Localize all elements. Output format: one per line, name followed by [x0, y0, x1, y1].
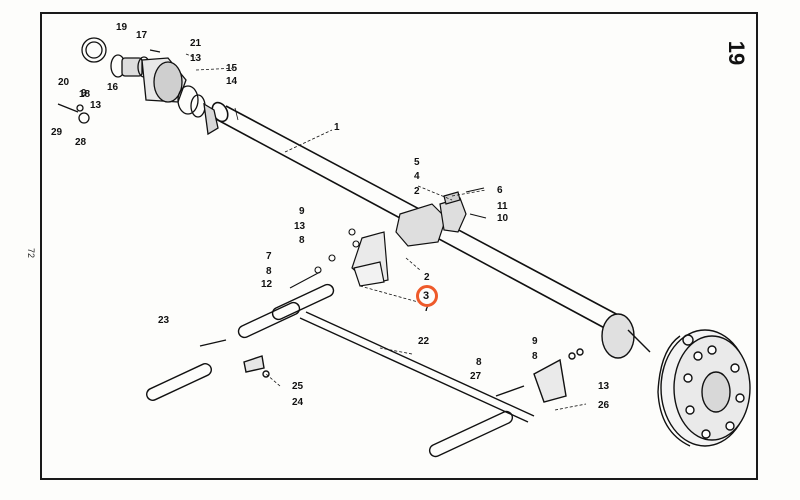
- callout-8: 8: [532, 351, 538, 362]
- callout-22: 22: [418, 336, 430, 347]
- callout-18: 18: [79, 89, 91, 100]
- callout-26: 26: [598, 400, 610, 411]
- callout-23: 23: [158, 315, 170, 326]
- callout-21: 21: [190, 38, 202, 49]
- callout-13: 13: [90, 100, 102, 111]
- callout-7: 7: [424, 303, 430, 314]
- callout-7: 7: [266, 251, 272, 262]
- callout-9: 9: [81, 88, 87, 99]
- callout-9: 9: [299, 206, 305, 217]
- callout-8: 8: [299, 235, 305, 246]
- callout-24: 24: [292, 397, 304, 408]
- callout-29: 29: [51, 127, 63, 138]
- wheel-motor: [601, 313, 751, 447]
- leader-lines: [185, 53, 587, 411]
- callout-13: 13: [294, 221, 306, 232]
- callout-4: 4: [414, 171, 420, 182]
- callout-10: 10: [497, 213, 509, 224]
- callout-17: 17: [136, 30, 148, 41]
- callout-19: 19: [116, 22, 128, 33]
- callout-2: 2: [424, 272, 430, 283]
- page-number: 19: [723, 40, 749, 66]
- callout-20: 20: [58, 77, 70, 88]
- callout-25: 25: [292, 381, 304, 392]
- bolts: [289, 187, 487, 289]
- callout-8: 8: [476, 357, 482, 368]
- callout-15: 15: [226, 63, 238, 74]
- side-page-number: 72: [26, 247, 37, 259]
- diagram-frame: [40, 12, 758, 480]
- callout-13: 13: [190, 53, 202, 64]
- callout-11: 11: [497, 201, 508, 212]
- callout-13: 13: [598, 381, 610, 392]
- callout-12: 12: [261, 279, 273, 290]
- callout-16: 16: [107, 82, 119, 93]
- callout-2: 2: [414, 186, 420, 197]
- callout-14: 14: [226, 76, 238, 87]
- callout-27: 27: [470, 371, 482, 382]
- highlighted-callout-label: 3: [423, 290, 430, 302]
- callout-8: 8: [266, 266, 272, 277]
- callout-1: 1: [334, 122, 340, 133]
- highlight-ring: [416, 285, 438, 307]
- callout-5: 5: [414, 157, 420, 168]
- callout-9: 9: [532, 336, 538, 347]
- drawbar-frame: [146, 283, 584, 458]
- callout-28: 28: [75, 137, 87, 148]
- left-hub-assembly: [57, 37, 219, 136]
- callout-6: 6: [497, 185, 503, 196]
- center-clamps: [351, 191, 467, 287]
